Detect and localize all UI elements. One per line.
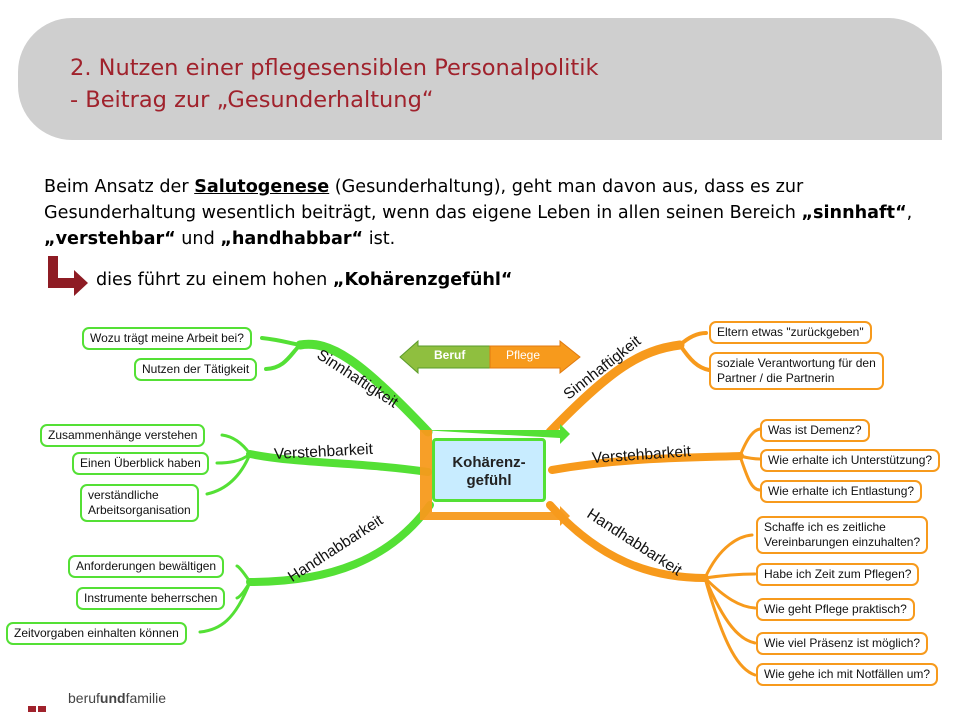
term-handhabbar: „handhabbar“ bbox=[220, 229, 364, 249]
intro-paragraph: Beim Ansatz der Salutogenese (Gesunderha… bbox=[44, 174, 924, 252]
intro-text: Beim Ansatz der bbox=[44, 177, 195, 197]
center-line-2: gefühl bbox=[466, 472, 512, 489]
intro-text: und bbox=[175, 229, 221, 249]
footer-beruf: beruf bbox=[68, 690, 100, 706]
node-praktisch: Wie geht Pflege praktisch? bbox=[756, 598, 915, 621]
footer-und: und bbox=[99, 690, 126, 706]
schaffe-line-2: Vereinbarungen einzuhalten? bbox=[764, 535, 921, 549]
node-sozial: soziale Verantwortung für den Partner / … bbox=[709, 352, 884, 390]
mindmap-connectors bbox=[198, 331, 762, 677]
result-line: dies führt zu einem hohen „Kohärenzgefüh… bbox=[96, 270, 512, 290]
page-title: 2. Nutzen einer pflegesensiblen Personal… bbox=[70, 52, 599, 116]
footer-familie: familie bbox=[125, 690, 167, 706]
orga-line-2: Arbeitsorganisation bbox=[88, 503, 191, 517]
title-line-2: - Beitrag zur „Gesunderhaltung“ bbox=[70, 87, 434, 113]
node-unterstuetzung: Wie erhalte ich Unterstützung? bbox=[760, 449, 941, 472]
node-anforderungen: Anforderungen bewältigen bbox=[68, 555, 225, 578]
node-zeit: Habe ich Zeit zum Pflegen? bbox=[756, 563, 920, 586]
node-schaffe: Schaffe ich es zeitliche Vereinbarungen … bbox=[756, 516, 929, 554]
logo-mark bbox=[28, 697, 54, 712]
header-banner bbox=[18, 18, 942, 140]
node-ueberblick: Einen Überblick haben bbox=[72, 452, 209, 475]
center-node-koherenzgefuehl: Kohärenz- gefühl bbox=[432, 438, 546, 502]
pflege-label: Pflege bbox=[506, 348, 541, 362]
footer-logo-text: berufundfamilie bbox=[68, 690, 166, 706]
term-verstehbar: „verstehbar“ bbox=[44, 229, 176, 249]
salutogenese-term: Salutogenese bbox=[194, 177, 330, 197]
node-wozu: Wozu trägt meine Arbeit bei? bbox=[82, 327, 252, 350]
sozial-line-2: Partner / die Partnerin bbox=[717, 371, 835, 385]
result-term: „Kohärenzgefühl“ bbox=[332, 270, 513, 290]
sozial-line-1: soziale Verantwortung für den bbox=[717, 356, 876, 370]
node-demenz: Was ist Demenz? bbox=[760, 419, 870, 442]
schaffe-line-1: Schaffe ich es zeitliche bbox=[764, 520, 886, 534]
intro-text: ist. bbox=[363, 229, 396, 249]
title-line-1: 2. Nutzen einer pflegesensiblen Personal… bbox=[70, 55, 599, 81]
node-zeitvorgaben: Zeitvorgaben einhalten können bbox=[6, 622, 187, 645]
node-arbeitsorganisation: verständliche Arbeitsorganisation bbox=[80, 484, 199, 522]
node-instrumente: Instrumente beherrschen bbox=[76, 587, 226, 610]
node-praesenz: Wie viel Präsenz ist möglich? bbox=[756, 632, 929, 655]
turn-arrow-icon bbox=[48, 256, 88, 296]
term-sinnhaft: „sinnhaft“ bbox=[801, 203, 907, 223]
center-line-1: Kohärenz- bbox=[452, 454, 526, 471]
intro-text: (Gesunderhaltung), geht man davon aus, d… bbox=[44, 177, 804, 223]
intro-text: , bbox=[906, 203, 913, 223]
beruf-label: Beruf bbox=[434, 348, 466, 362]
node-zusammenhaenge: Zusammenhänge verstehen bbox=[40, 424, 206, 447]
node-eltern: Eltern etwas "zurückgeben" bbox=[709, 321, 872, 344]
result-text: dies führt zu einem hohen bbox=[96, 270, 333, 290]
node-nutzen: Nutzen der Tätigkeit bbox=[134, 358, 258, 381]
orga-line-1: verständliche bbox=[88, 488, 159, 502]
node-entlastung: Wie erhalte ich Entlastung? bbox=[760, 480, 923, 503]
node-notfaelle: Wie gehe ich mit Notfällen um? bbox=[756, 663, 939, 686]
